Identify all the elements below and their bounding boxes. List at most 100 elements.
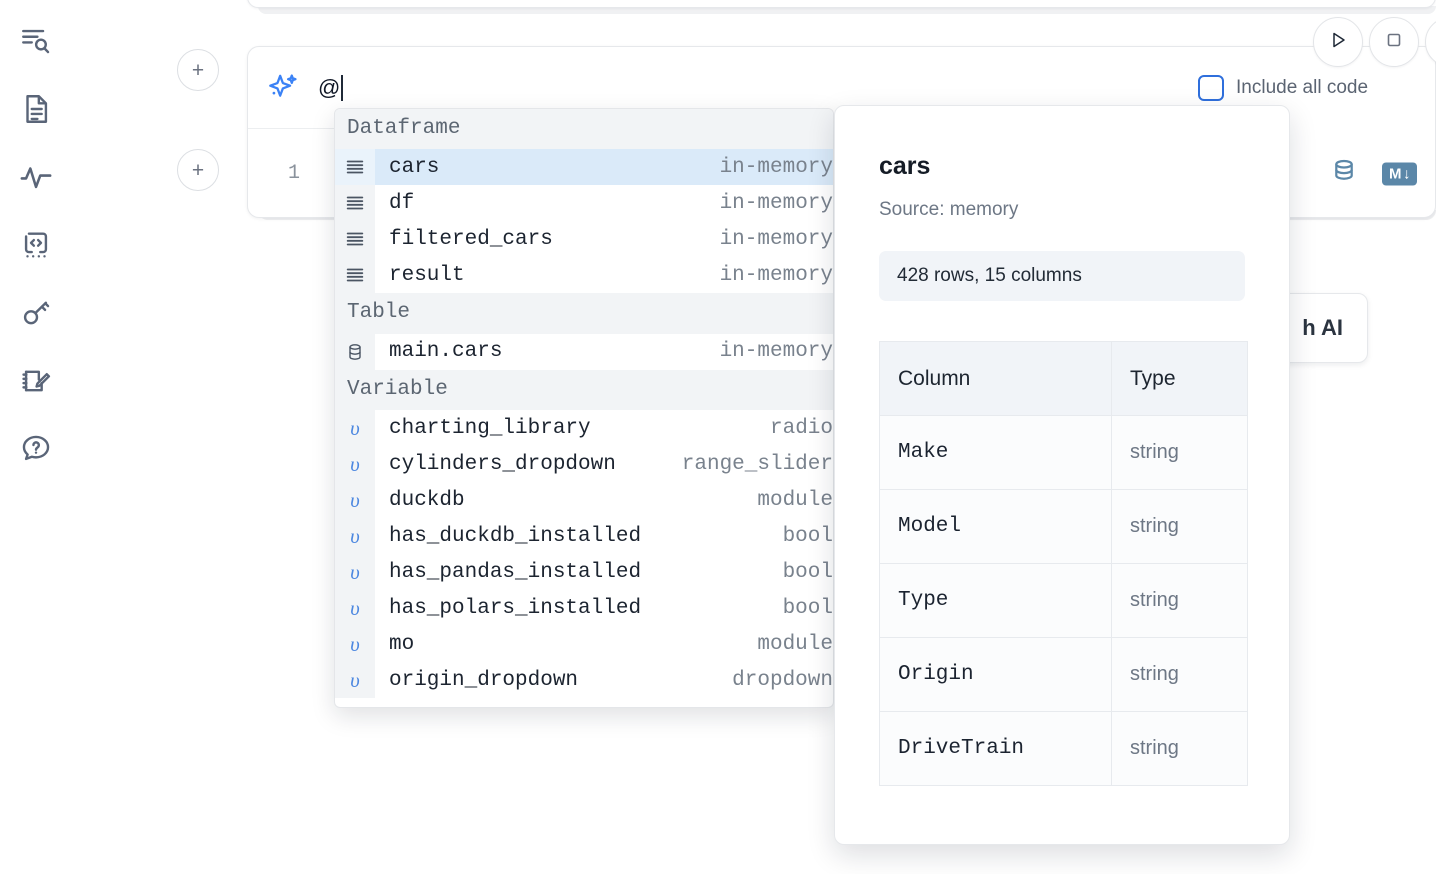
- table-cell-column: Type: [879, 563, 1112, 638]
- autocomplete-section-header: Table: [335, 293, 833, 334]
- include-all-code-row[interactable]: Include all code: [1198, 75, 1368, 101]
- variable-icon: υ: [335, 590, 375, 627]
- key-icon: [19, 296, 53, 330]
- table-column-header: Column: [879, 341, 1112, 416]
- table-cell-type: string: [1111, 711, 1248, 786]
- dataframe-rows-icon: [335, 149, 375, 186]
- sidebar-item-secrets[interactable]: [13, 290, 59, 336]
- variable-icon: υ: [335, 446, 375, 483]
- autocomplete-item-type: module: [757, 632, 833, 656]
- scratchpad-edit-icon: [19, 364, 53, 398]
- autocomplete-item-type: in-memory: [719, 227, 833, 251]
- sidebar-item-help[interactable]: [13, 426, 59, 472]
- autocomplete-item[interactable]: main.cars in-memory: [335, 333, 833, 370]
- variable-icon: υ: [335, 518, 375, 555]
- sparkle-ai-icon: [266, 71, 300, 105]
- markdown-arrow: ↓: [1403, 165, 1411, 182]
- table-column-header: Type: [1111, 341, 1248, 416]
- table-cell-type: string: [1111, 415, 1248, 490]
- autocomplete-item-name: main.cars: [389, 340, 503, 364]
- autocomplete-item-type: in-memory: [719, 340, 833, 364]
- help-chat-icon: [19, 432, 53, 466]
- line-number: 1: [287, 162, 300, 185]
- table-cell-type: string: [1111, 489, 1248, 564]
- database-icon[interactable]: [1330, 157, 1358, 190]
- table-cell-column: Make: [879, 415, 1112, 490]
- ai-prompt-input[interactable]: @: [318, 74, 344, 101]
- add-cell-above-button[interactable]: +: [177, 49, 219, 91]
- autocomplete-item-name: origin_dropdown: [389, 668, 579, 692]
- stop-square-icon: [1382, 28, 1406, 57]
- file-text-icon: [19, 92, 53, 126]
- ai-prompt-value: @: [318, 74, 341, 100]
- table-database-icon: [335, 333, 375, 370]
- play-icon: [1326, 28, 1350, 57]
- autocomplete-item-name: cylinders_dropdown: [389, 452, 616, 476]
- detail-title: cars: [879, 152, 931, 180]
- sidebar-item-snippets[interactable]: [13, 222, 59, 268]
- autocomplete-item-name: result: [389, 263, 465, 287]
- autocomplete-item[interactable]: υ has_pandas_installed bool: [335, 554, 833, 591]
- autocomplete-item-type: bool: [782, 524, 833, 548]
- plus-icon: +: [191, 158, 205, 182]
- markdown-icon[interactable]: M ↓: [1382, 162, 1417, 185]
- stop-cell-button[interactable]: [1369, 17, 1419, 67]
- dataframe-rows-icon: [335, 221, 375, 258]
- include-all-code-label: Include all code: [1236, 77, 1369, 98]
- add-cell-below-button[interactable]: +: [177, 149, 219, 191]
- sidebar-item-scratchpad[interactable]: [13, 358, 59, 404]
- table-cell-column: DriveTrain: [879, 711, 1112, 786]
- autocomplete-item-type: bool: [782, 560, 833, 584]
- variable-icon: υ: [335, 662, 375, 699]
- autocomplete-item-type: in-memory: [719, 263, 833, 287]
- search-outline-icon: [19, 24, 53, 58]
- left-sidebar: [0, 0, 72, 874]
- autocomplete-item-name: has_pandas_installed: [389, 560, 642, 584]
- table-cell-column: Model: [879, 489, 1112, 564]
- table-cell-column: Origin: [879, 637, 1112, 712]
- autocomplete-section-header: Dataframe: [335, 109, 833, 150]
- autocomplete-item-name: filtered_cars: [389, 227, 553, 251]
- autocomplete-item-type: in-memory: [719, 191, 833, 215]
- sidebar-item-activity[interactable]: [13, 154, 59, 200]
- autocomplete-item-name: duckdb: [389, 488, 465, 512]
- autocomplete-item-name: mo: [389, 632, 415, 656]
- plus-icon: +: [191, 58, 205, 82]
- autocomplete-item-type: range_slider: [681, 452, 833, 476]
- dataframe-rows-icon: [335, 257, 375, 294]
- include-all-code-checkbox[interactable]: [1198, 75, 1224, 101]
- autocomplete-item[interactable]: result in-memory: [335, 257, 833, 294]
- autocomplete-item[interactable]: υ cylinders_dropdown range_slider: [335, 446, 833, 483]
- sidebar-item-search-outline[interactable]: [13, 18, 59, 64]
- autocomplete-item[interactable]: filtered_cars in-memory: [335, 221, 833, 258]
- variable-icon: υ: [335, 482, 375, 519]
- autocomplete-item-type: radio: [769, 416, 833, 440]
- dataframe-detail-panel: cars Source: memory 428 rows, 15 columns…: [834, 105, 1290, 845]
- ai-cell-toolbar: Include all code: [1170, 47, 1435, 129]
- code-editor-row[interactable]: 1 M ↓: [248, 129, 1436, 218]
- sidebar-item-file[interactable]: [13, 86, 59, 132]
- markdown-letter: M: [1389, 165, 1402, 182]
- detail-source: Source: memory: [879, 199, 1019, 220]
- code-snippet-icon: [19, 228, 53, 262]
- autocomplete-item[interactable]: cars in-memory: [335, 149, 833, 186]
- run-cell-button[interactable]: [1313, 17, 1363, 67]
- table-cell-type: string: [1111, 637, 1248, 712]
- variable-icon: υ: [335, 554, 375, 591]
- autocomplete-item-name: cars: [389, 155, 440, 179]
- autocomplete-item-type: in-memory: [719, 155, 833, 179]
